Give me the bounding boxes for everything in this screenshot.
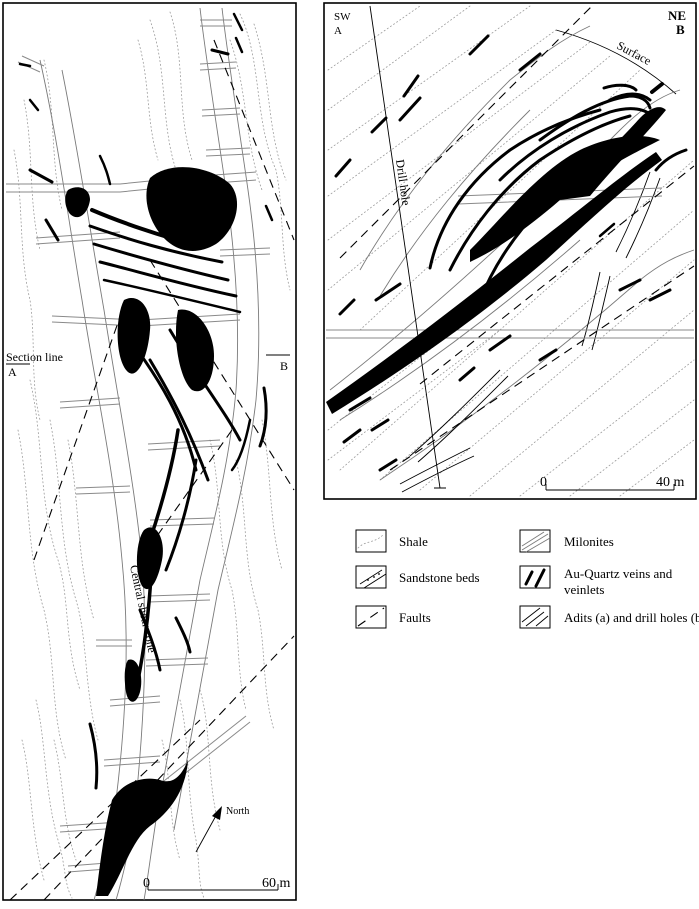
legend-label-adits: Adits (a) and drill holes (b) <box>564 610 699 625</box>
corner-a: A <box>334 25 342 37</box>
legend-label-shale: Shale <box>399 534 428 549</box>
shale-contours <box>13 11 291 899</box>
plan-scale-bar: 0 60 m <box>143 876 291 891</box>
section-point-b: B <box>280 359 288 373</box>
shear-zone-outline <box>39 7 260 901</box>
plan-scale-start: 0 <box>143 876 150 891</box>
plan-faults <box>9 39 295 901</box>
corner-b: B <box>676 22 685 37</box>
legend-label-faults: Faults <box>399 610 431 625</box>
legend-item-veins: Au-Quartz veins and veinlets <box>519 565 673 597</box>
north-arrow-icon <box>212 806 222 820</box>
legend-label-veins-line1: Au-Quartz veins and <box>564 566 673 581</box>
plan-map-frame <box>2 2 297 901</box>
adits <box>6 19 271 873</box>
legend-label-milonites: Milonites <box>564 534 614 549</box>
north-label: North <box>226 806 249 817</box>
plan-map-panel: Section line A B Central shear zone Nort… <box>2 2 297 901</box>
legend-item-sandstone: Sandstone beds <box>355 565 480 589</box>
section-faults <box>339 5 695 471</box>
legend-label-veins-line2: veinlets <box>564 582 604 597</box>
shale-symbol <box>355 529 387 553</box>
legend-label-sandstone: Sandstone beds <box>399 570 480 585</box>
legend-item-shale: Shale <box>355 529 428 553</box>
section-line-label: Section line <box>6 350 63 364</box>
cross-section-panel: SW A NE B Surface <box>323 2 697 500</box>
section-scale-end: 40 m <box>656 475 685 490</box>
drill-hole-label: Drill hole <box>393 158 413 206</box>
corner-sw: SW <box>334 11 351 23</box>
corner-ne: NE <box>668 8 686 23</box>
plan-scale-end: 60 m <box>262 876 291 891</box>
legend-item-faults: Faults <box>355 605 431 629</box>
section-line: Section line A B <box>6 350 290 379</box>
adit-symbol <box>519 605 551 629</box>
section-scale-bar: 0 40 m <box>540 475 685 491</box>
legend-item-milonites: Milonites <box>519 529 614 553</box>
drill-hole <box>369 5 446 489</box>
section-scale-start: 0 <box>540 475 547 490</box>
plan-veins <box>18 12 274 896</box>
section-point-a: A <box>8 365 17 379</box>
legend-item-adits: Adits (a) and drill holes (b) <box>519 605 699 629</box>
section-veins <box>326 34 688 472</box>
legend: Shale Milonites Sandstone beds Au-Quartz… <box>355 529 699 629</box>
north-arrow: North <box>195 806 249 853</box>
cross-section-frame <box>323 2 697 500</box>
